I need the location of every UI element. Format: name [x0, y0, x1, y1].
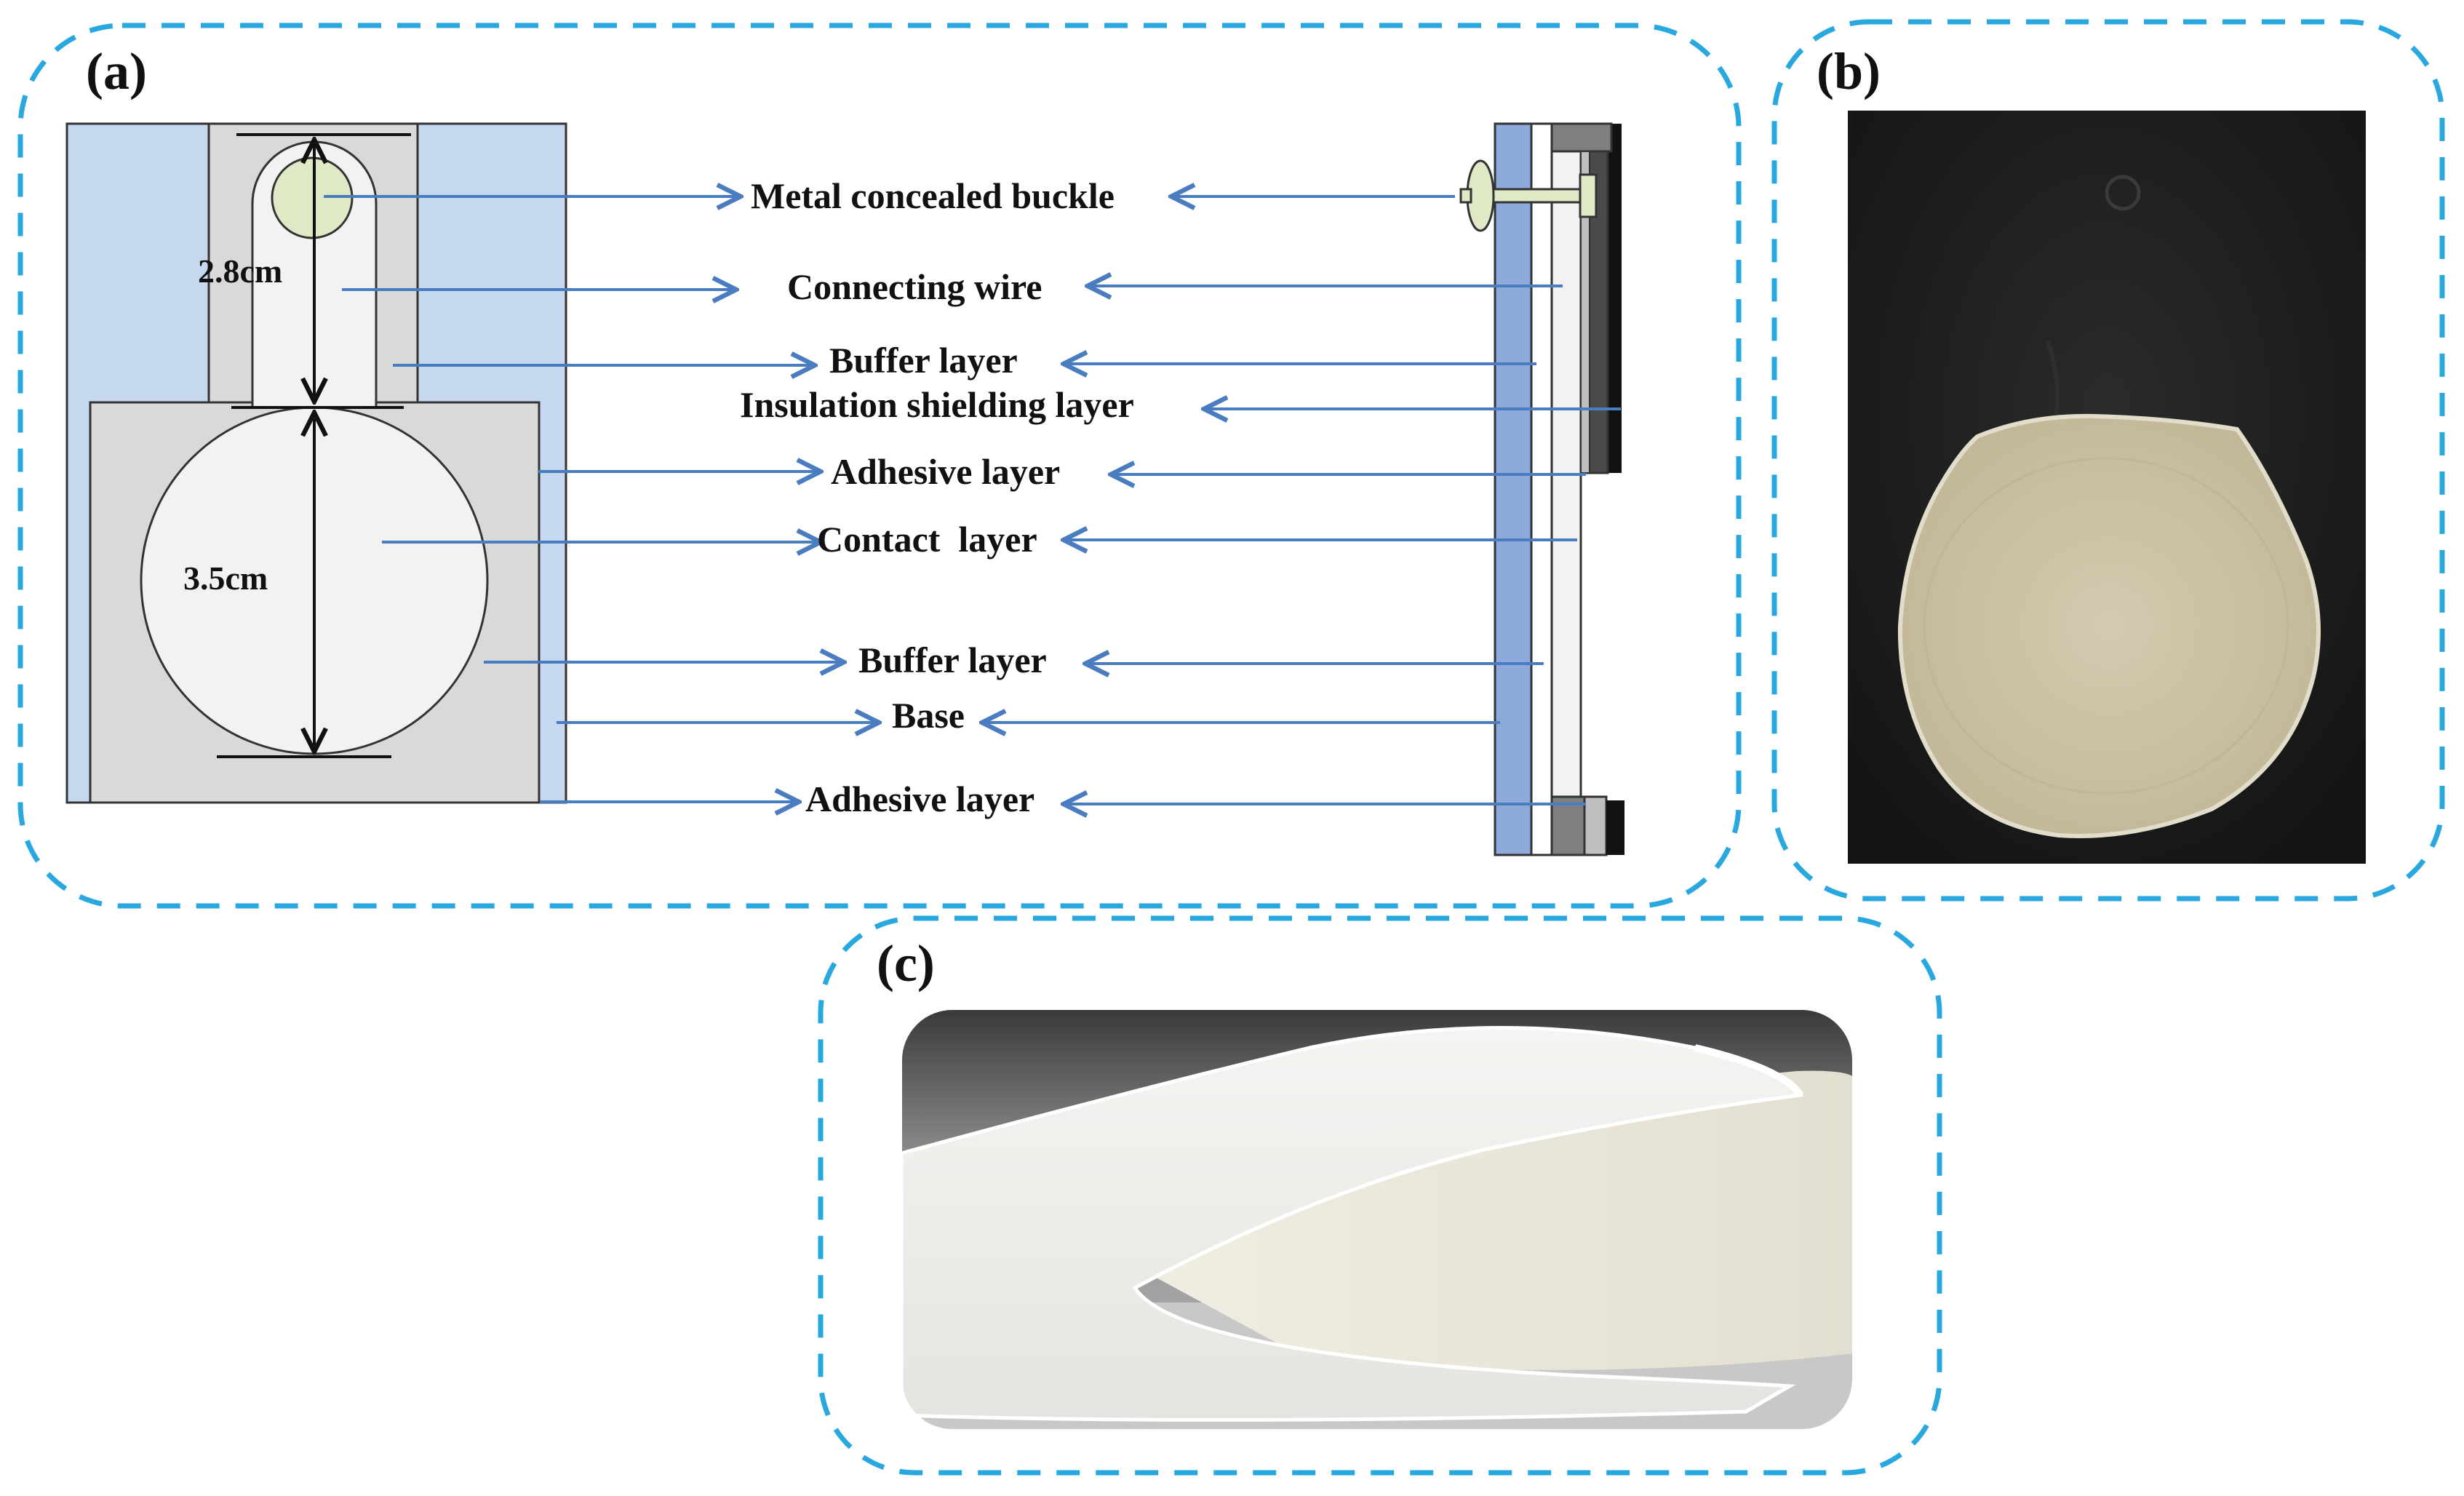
label-adhesive-top: Adhesive layer: [831, 451, 1060, 492]
label-connecting-wire: Connecting wire: [787, 266, 1042, 307]
side-insulation-black: [1606, 124, 1622, 473]
electrode-disc: [1897, 413, 2321, 838]
side-contact: [1550, 122, 1582, 856]
label-contact: Contact layer: [817, 519, 1037, 560]
label-buffer-top: Buffer layer: [829, 340, 1018, 381]
photo-c-frame: [901, 1008, 1854, 1431]
panel-c-border: [818, 915, 1942, 1476]
side-buckle-stub: [1459, 188, 1472, 204]
panel-b-border: [1771, 19, 2445, 902]
side-buffer: [1530, 122, 1553, 856]
foam-sheet: [901, 1026, 1804, 1422]
panel-a-label: (a): [86, 42, 147, 100]
fabric-snap-mark: [2105, 175, 2141, 211]
label-insulation: Insulation shielding layer: [740, 384, 1134, 425]
panel-a-border: [17, 23, 1742, 909]
foam-photo: [901, 1009, 1853, 1430]
panel-c-label: (c): [877, 934, 935, 992]
side-adhesive-bottom-a: [1550, 795, 1586, 856]
side-base: [1494, 122, 1533, 856]
side-adhesive-bottom-c: [1606, 800, 1624, 855]
foam-inner: [1135, 1070, 1853, 1370]
dim-label-disc: 3.5cm: [183, 560, 268, 597]
side-buffer-top: [1550, 122, 1613, 153]
label-adhesive-bottom: Adhesive layer: [805, 779, 1034, 819]
electrode-photo: [1848, 111, 2366, 864]
fabric-crease: [2046, 341, 2060, 423]
label-metal-buckle: Metal concealed buckle: [751, 175, 1115, 216]
front-view-schematic: 2.8cm 3.5cm: [65, 122, 567, 804]
label-buffer-bottom: Buffer layer: [858, 640, 1047, 680]
electrode-texture: [1923, 457, 2289, 795]
side-view-schematic: [1459, 122, 1624, 856]
side-buckle-head: [1579, 173, 1598, 218]
label-base: Base: [892, 695, 965, 736]
foam-edge: [1694, 1044, 1804, 1098]
dim-label-neck: 2.8cm: [198, 252, 282, 290]
side-adhesive-bottom-b: [1583, 795, 1608, 856]
panel-b-label: (b): [1817, 42, 1881, 100]
annotation-arrows: [324, 196, 1621, 804]
